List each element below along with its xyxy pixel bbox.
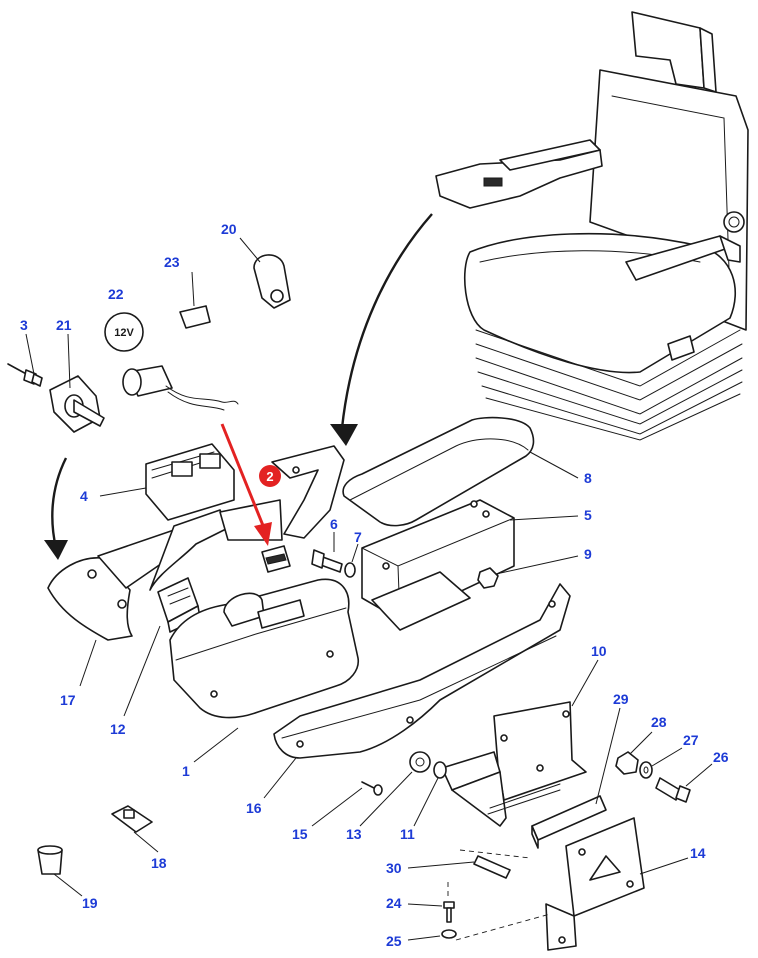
console-base-1 bbox=[169, 578, 360, 719]
label-15: 15 bbox=[292, 826, 308, 842]
plug-23 bbox=[179, 305, 211, 329]
screw-15 bbox=[361, 781, 383, 796]
label-29: 29 bbox=[613, 691, 629, 707]
bolt-24 bbox=[443, 901, 455, 923]
label-21: 21 bbox=[56, 317, 72, 333]
label-26: 26 bbox=[713, 749, 729, 765]
bolt-26 bbox=[655, 777, 691, 803]
highlight-badge-text: 2 bbox=[266, 469, 273, 484]
label-3: 3 bbox=[20, 317, 28, 333]
washer-11 bbox=[433, 761, 447, 779]
spacer-29 bbox=[531, 795, 607, 849]
highlight-badge: 2 bbox=[259, 465, 281, 487]
assembly-lines bbox=[447, 849, 551, 941]
armrest-frame-5 bbox=[361, 499, 515, 631]
bolt-6 bbox=[311, 549, 343, 573]
label-20: 20 bbox=[221, 221, 237, 237]
label-9: 9 bbox=[584, 546, 592, 562]
label-14: 14 bbox=[690, 845, 706, 861]
clip-20 bbox=[253, 254, 291, 309]
operator-seat bbox=[435, 11, 749, 441]
label-10: 10 bbox=[591, 643, 607, 659]
label-30: 30 bbox=[386, 860, 402, 876]
bracket-21 bbox=[49, 375, 105, 433]
power-socket-12v: 12V bbox=[104, 312, 144, 352]
label-28: 28 bbox=[651, 714, 667, 730]
label-27: 27 bbox=[683, 732, 699, 748]
assembly-arrow-right bbox=[330, 213, 433, 446]
bracket-upper bbox=[271, 445, 345, 539]
washer-27 bbox=[639, 761, 653, 779]
rivet-3 bbox=[7, 363, 43, 387]
label-17: 17 bbox=[60, 692, 76, 708]
bracket-plate-10 bbox=[441, 701, 587, 827]
nut-9 bbox=[477, 567, 499, 589]
clip-nut-18 bbox=[111, 805, 153, 833]
switch-12 bbox=[157, 577, 201, 633]
label-8: 8 bbox=[584, 470, 592, 486]
grommet-13 bbox=[409, 751, 431, 773]
label-5: 5 bbox=[584, 507, 592, 523]
nut-28 bbox=[615, 751, 639, 775]
label-7: 7 bbox=[354, 529, 362, 545]
label-6: 6 bbox=[330, 516, 338, 532]
leader-lines bbox=[25, 237, 713, 941]
label-19: 19 bbox=[82, 895, 98, 911]
switch-panel-4 bbox=[145, 443, 235, 521]
label-4: 4 bbox=[80, 488, 88, 504]
label-25: 25 bbox=[386, 933, 402, 949]
bushing-19 bbox=[37, 845, 63, 875]
housing-17 bbox=[47, 499, 283, 641]
nut-7 bbox=[344, 562, 356, 578]
label-24: 24 bbox=[386, 895, 402, 911]
label-23: 23 bbox=[164, 254, 180, 270]
label-13: 13 bbox=[346, 826, 362, 842]
washer-25 bbox=[441, 929, 457, 939]
label-12: 12 bbox=[110, 721, 126, 737]
label-16: 16 bbox=[246, 800, 262, 816]
label-22: 22 bbox=[108, 286, 124, 302]
power-socket-22 bbox=[122, 365, 239, 411]
armrest-cushion-8 bbox=[342, 416, 535, 527]
assembly-arrow-left bbox=[44, 457, 68, 560]
highlight-arrow bbox=[220, 423, 272, 546]
symbol-12v-text: 12V bbox=[114, 327, 134, 339]
bracket-14 bbox=[545, 817, 645, 951]
label-11: 11 bbox=[400, 826, 415, 842]
bolt-30 bbox=[473, 855, 511, 879]
label-1: 1 bbox=[182, 763, 190, 779]
part-labels: 3 21 22 23 20 4 17 12 1 16 15 13 11 18 1… bbox=[20, 221, 729, 949]
armrest-base-16 bbox=[273, 583, 571, 759]
label-18: 18 bbox=[151, 855, 167, 871]
switch-2 bbox=[261, 545, 291, 573]
